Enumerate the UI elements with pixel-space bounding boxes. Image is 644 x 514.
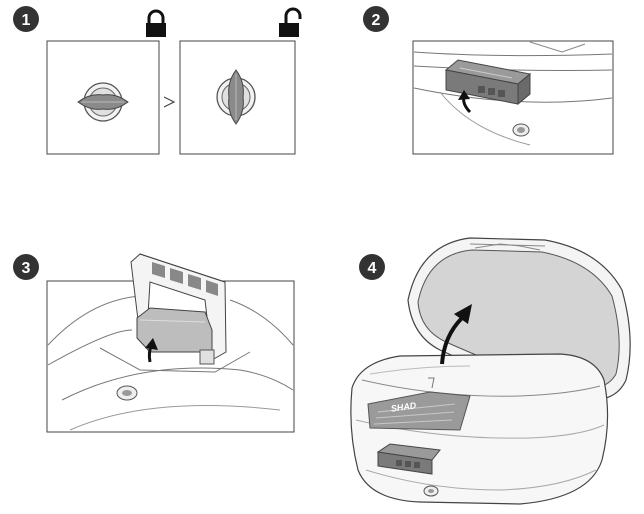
step-4-badge: 4 xyxy=(359,254,385,280)
arrow-up-icon xyxy=(145,338,158,363)
arrow-right-icon xyxy=(163,96,176,108)
arrow-up-icon xyxy=(458,90,472,114)
step-3: 3 xyxy=(13,253,295,433)
arrow-up-icon xyxy=(440,304,472,365)
step-3-number: 3 xyxy=(22,260,31,277)
raised-latch xyxy=(130,253,227,365)
pull-handle xyxy=(376,443,441,475)
case-lock xyxy=(423,485,439,497)
step-2: 2 xyxy=(363,6,614,155)
step-1: 1 xyxy=(13,6,302,155)
step-3-panel xyxy=(46,280,295,433)
brand-logo: SHAD xyxy=(390,400,417,414)
step-2-badge: 2 xyxy=(363,6,389,32)
top-case-base: SHAD xyxy=(350,353,609,505)
step-1-locked-panel xyxy=(46,40,160,155)
step-1-badge: 1 xyxy=(13,6,39,32)
key-lock-horizontal xyxy=(77,82,129,122)
step-2-number: 2 xyxy=(372,12,381,29)
step-1-number: 1 xyxy=(22,12,31,29)
key-lock-vertical xyxy=(216,69,256,125)
case-lock xyxy=(512,123,530,137)
padlock-open-icon xyxy=(279,7,302,37)
step-3-badge: 3 xyxy=(13,254,39,280)
case-lock xyxy=(116,385,138,401)
step-1-unlocked-panel xyxy=(179,40,296,155)
padlock-closed-icon xyxy=(146,9,166,37)
step-4-number: 4 xyxy=(368,260,377,277)
step-4: 4 SHAD xyxy=(350,237,631,505)
step-2-panel xyxy=(412,40,614,155)
pull-handle xyxy=(444,59,532,106)
reflector-panel: SHAD xyxy=(367,391,471,431)
